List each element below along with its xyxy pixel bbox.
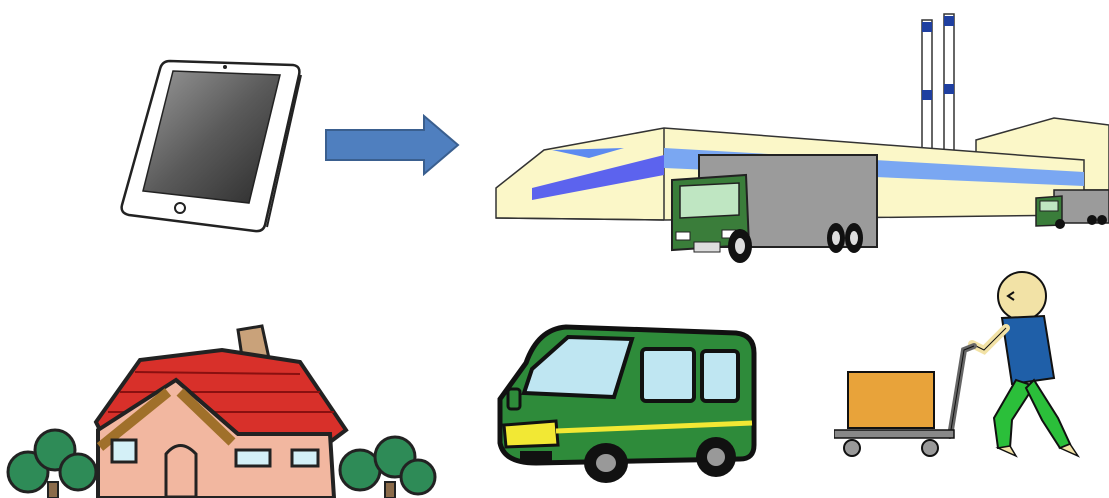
arrow-right-icon: [324, 114, 460, 176]
tablet-icon: [115, 55, 305, 235]
house-icon: [0, 322, 440, 498]
person-pushing-cart-icon: [834, 268, 1084, 468]
delivery-van-icon: [496, 323, 758, 488]
warehouse-with-trucks-icon: [494, 10, 1109, 265]
